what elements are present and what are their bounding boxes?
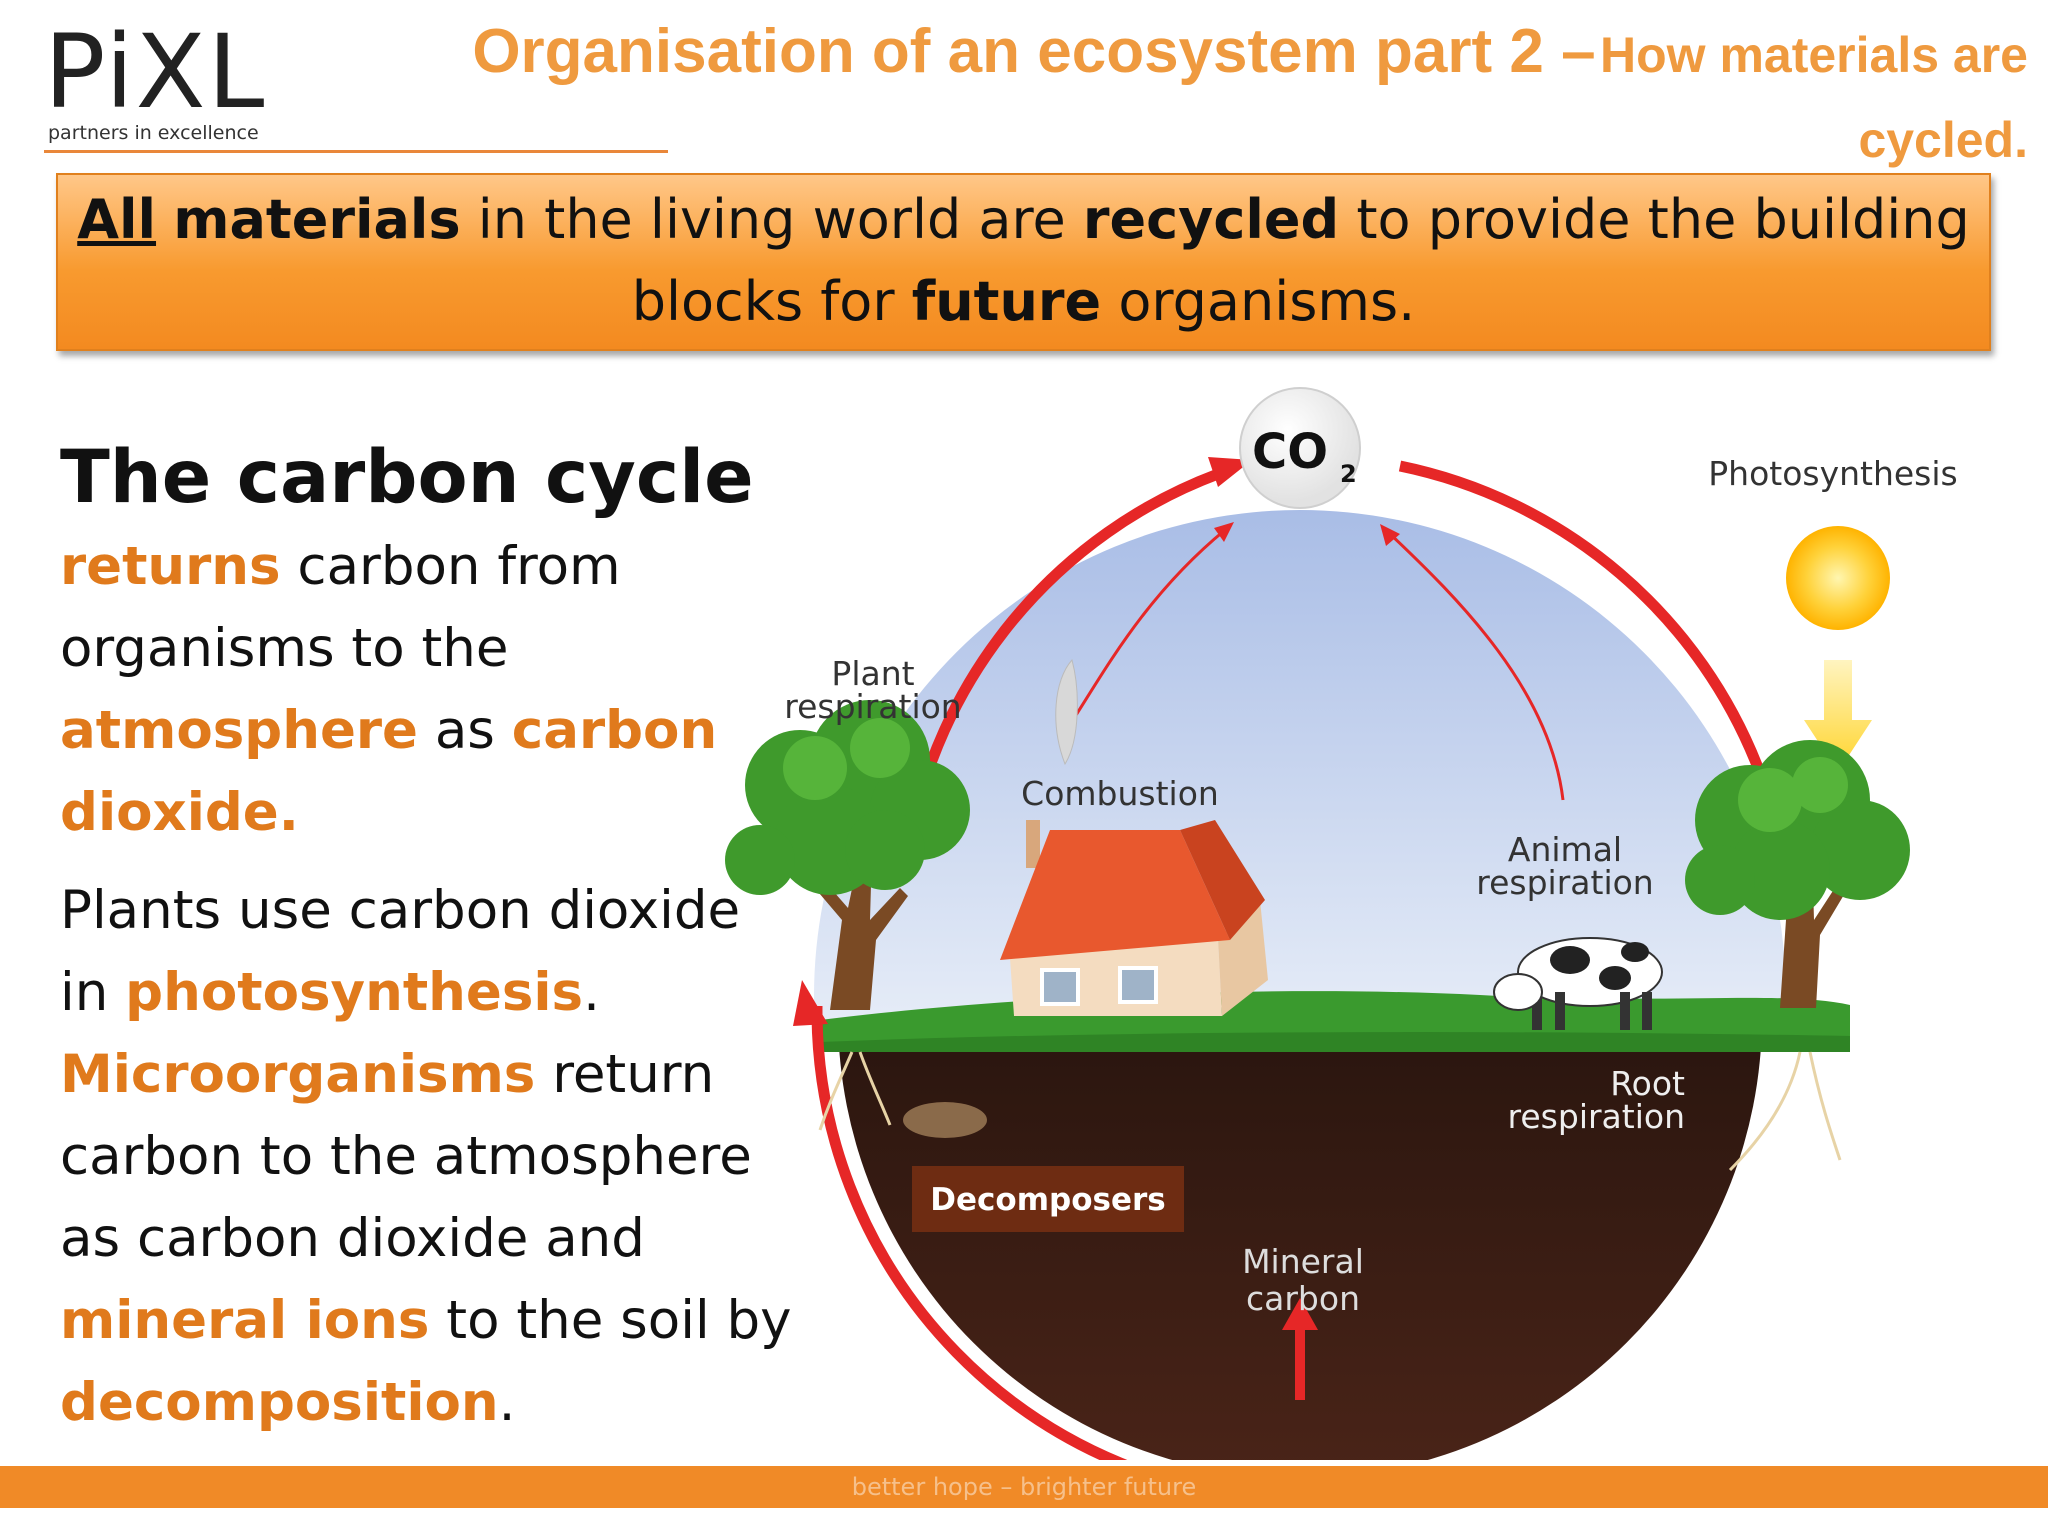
carbon-cycle-text: The carbon cycle returns carbon from org…: [60, 430, 800, 1444]
logo-divider: [44, 150, 668, 153]
banner-text-1: in the living world are: [460, 188, 1083, 251]
paragraph-1: returns carbon from organisms to the atm…: [60, 536, 718, 843]
dead-log-icon: [903, 1102, 987, 1138]
co2-bubble: [1239, 387, 1361, 509]
arc-co2-to-photosynthesis: [1398, 460, 1766, 775]
decomposers-box: [912, 1166, 1184, 1232]
banner-future: future: [911, 270, 1102, 333]
mineral-carbon-label-1: Mineral: [1242, 1242, 1364, 1281]
right-tree-highlights: [1738, 757, 1848, 832]
co2-label: CO: [1252, 424, 1328, 480]
mineral-carbon-label-2: carbon: [1246, 1279, 1360, 1318]
root-respiration-label-2: respiration: [1508, 1097, 1685, 1136]
root-respiration-label-1: Root: [1610, 1064, 1685, 1103]
page-title: Organisation of an ecosystem part 2 – Ho…: [428, 16, 2028, 189]
animal-arrow-icon: [1380, 524, 1400, 546]
house-icon: [1000, 820, 1268, 1016]
smoke-plume-icon: [1055, 658, 1078, 766]
animal-respiration-label-2: respiration: [1476, 863, 1653, 902]
key-statement-banner: All materials in the living world are re…: [56, 173, 1991, 351]
banner-all: All: [77, 188, 157, 251]
left-tree-highlights: [783, 718, 910, 800]
banner-text-3: organisms.: [1101, 270, 1416, 333]
banner-text-2: to provide the building blocks for: [631, 188, 1970, 333]
mineral-arrow-icon: [1282, 1298, 1318, 1330]
logo-text: PiXL: [44, 13, 267, 132]
arc-decomposers-to-plant: [811, 1005, 1128, 1460]
pixl-logo: PiXL partners in excellence: [44, 13, 267, 145]
title-main: Organisation of an ecosystem part 2 –: [472, 17, 1596, 86]
right-tree-trunk: [1760, 850, 1848, 1008]
banner-materials: materials: [173, 188, 461, 251]
logo-tagline: partners in excellence: [48, 122, 259, 144]
animal-respiration-label-1: Animal: [1508, 830, 1622, 869]
footer-text: better hope – brighter future: [851, 1473, 1197, 1501]
arrow-up-left-icon: [793, 980, 828, 1026]
grass-edge: [820, 1032, 1850, 1052]
combustion-label: Combustion: [1021, 774, 1219, 813]
arrow-to-co2-left-icon: [1208, 457, 1252, 487]
sun-icon: [1786, 526, 1890, 630]
carbon-cycle-heading: The carbon cycle: [60, 435, 754, 520]
combustion-arrow-icon: [1214, 522, 1234, 542]
banner-recycled: recycled: [1082, 188, 1340, 251]
title-sub: How materials are cycled.: [1600, 27, 2028, 168]
cow-icon: [1493, 937, 1663, 1030]
carbon-cycle-diagram: CO 2: [725, 387, 1958, 1460]
left-tree-trunk: [808, 850, 908, 1010]
plant-respiration-label-2: respiration: [784, 687, 961, 726]
roots-icon: [818, 1051, 1842, 1172]
paragraph-2: Plants use carbon dioxide in photosynthe…: [60, 880, 792, 1433]
co2-subscript: 2: [1340, 460, 1357, 488]
combustion-arrow-line: [1063, 528, 1226, 733]
animal-arrow-line: [1386, 530, 1565, 801]
plant-respiration-label-1: Plant: [831, 654, 914, 693]
decomposers-label: Decomposers: [930, 1182, 1165, 1218]
photosynthesis-label: Photosynthesis: [1708, 454, 1957, 493]
footer-bar: better hope – brighter future: [0, 1466, 2048, 1508]
soil-area: [839, 1048, 1761, 1460]
